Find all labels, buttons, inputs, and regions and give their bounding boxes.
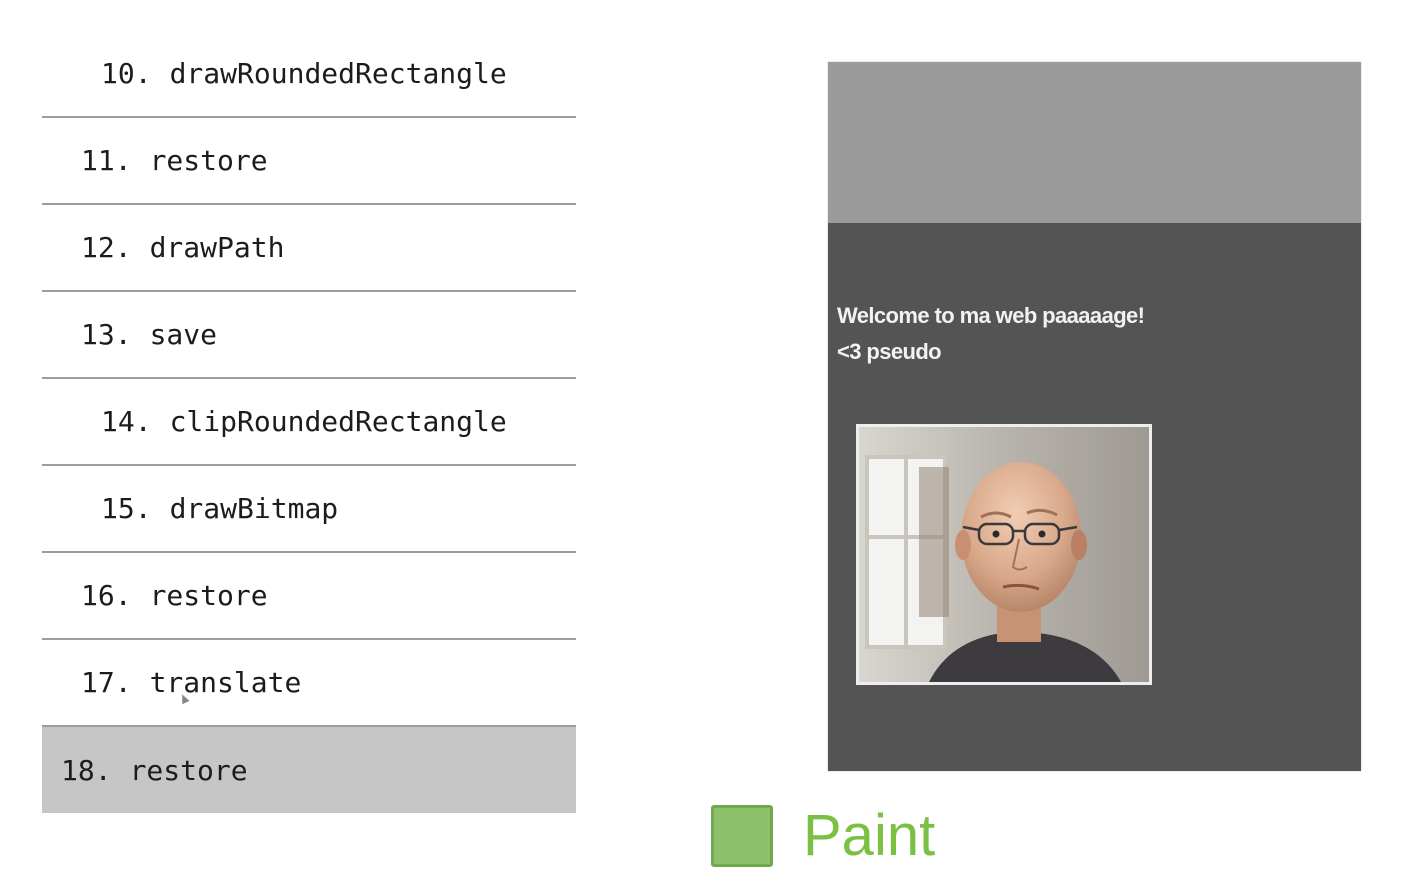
preview-welcome-text: Welcome to ma web paaaaage!	[837, 303, 1145, 328]
paint-swatch	[711, 805, 773, 867]
command-name: save	[149, 318, 218, 351]
command-name: drawBitmap	[169, 492, 339, 525]
command-number: 11.	[81, 144, 132, 177]
command-name: drawPath	[149, 231, 285, 264]
command-number: 15.	[101, 492, 152, 525]
command-number: 14.	[101, 405, 152, 438]
portrait-photo-image	[859, 427, 1149, 682]
command-name: restore	[149, 579, 268, 612]
portrait-photo	[856, 424, 1152, 685]
command-name: clipRoundedRectangle	[169, 405, 507, 438]
command-item[interactable]: 15. drawBitmap	[42, 466, 576, 553]
command-item-selected[interactable]: 18. restore	[42, 727, 576, 813]
command-number: 12.	[81, 231, 132, 264]
command-item[interactable]: 11. restore	[42, 118, 576, 205]
command-number: 10.	[101, 57, 152, 90]
command-item[interactable]: 16. restore	[42, 553, 576, 640]
command-list: 10. drawRoundedRectangle 11. restore 12.…	[42, 31, 576, 813]
command-name: translate	[149, 666, 302, 699]
command-number: 16.	[81, 579, 132, 612]
command-name: restore	[149, 144, 268, 177]
command-item[interactable]: 17. translate	[42, 640, 576, 727]
command-number: 17.	[81, 666, 132, 699]
command-name: restore	[129, 753, 248, 787]
command-number: 13.	[81, 318, 132, 351]
command-item[interactable]: 14. clipRoundedRectangle	[42, 379, 576, 466]
preview-text-block: Welcome to ma web paaaaage! <3 pseudo	[837, 298, 1145, 370]
preview-signature-text: <3 pseudo	[837, 339, 942, 364]
page-preview: Welcome to ma web paaaaage! <3 pseudo	[828, 62, 1361, 771]
command-item[interactable]: 10. drawRoundedRectangle	[42, 31, 576, 118]
preview-header-block	[828, 62, 1361, 223]
paint-label: Paint	[803, 803, 936, 868]
command-name: drawRoundedRectangle	[169, 57, 507, 90]
paint-legend: Paint	[711, 803, 935, 869]
command-item[interactable]: 12. drawPath	[42, 205, 576, 292]
command-number: 18.	[61, 753, 112, 787]
command-item[interactable]: 13. save	[42, 292, 576, 379]
